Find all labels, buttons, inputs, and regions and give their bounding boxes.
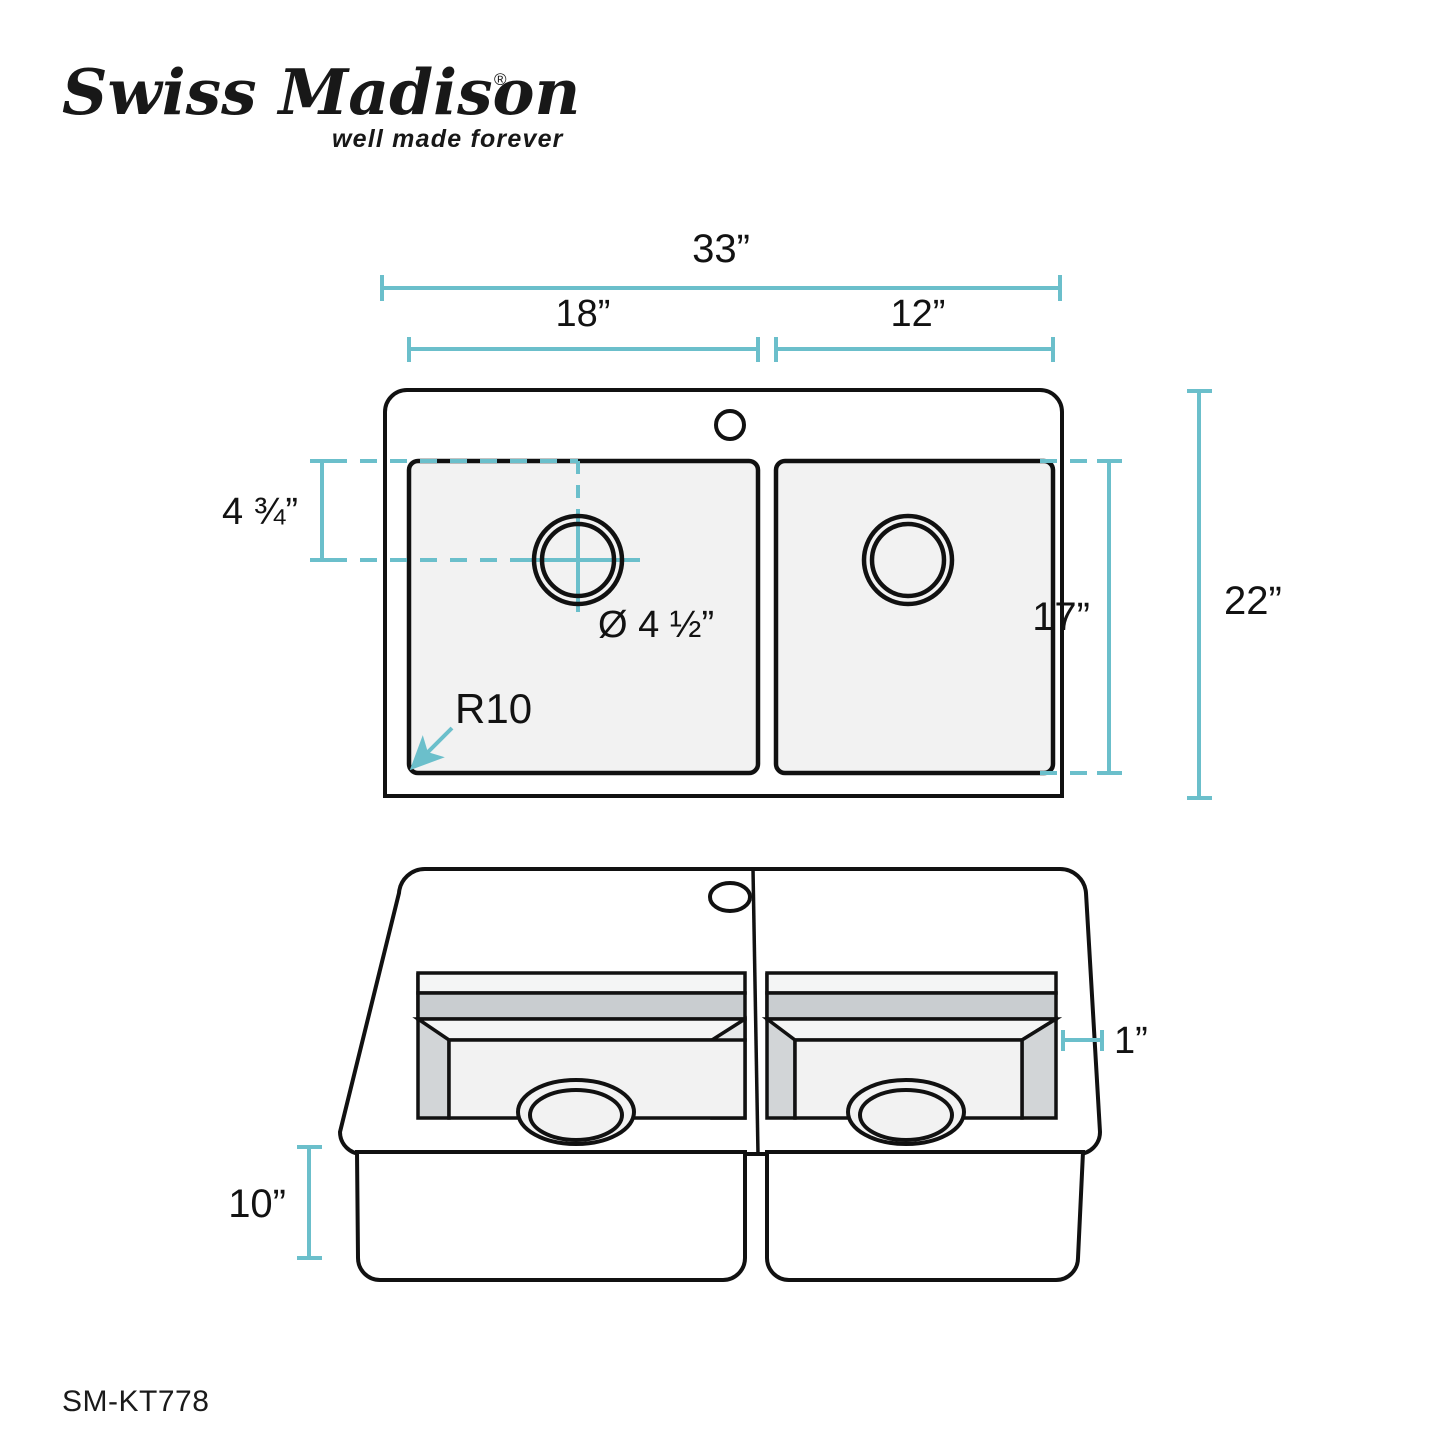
brand-name-text: Swiss Madison xyxy=(62,55,580,129)
swiss-madison-logo-mark: Swiss Madison ® well made forever xyxy=(62,55,580,153)
dim-left-bowl-width-18: 18” xyxy=(407,293,760,362)
brand-logo: Swiss Madison ® well made forever xyxy=(62,52,582,162)
dim-bowl-height-10: 10” xyxy=(228,1145,322,1260)
perspective-view-group: 1” 10” xyxy=(228,866,1148,1282)
perspective-left-bowl xyxy=(412,971,747,1146)
dim-right-bowl-width-12: 12” xyxy=(774,293,1055,362)
bowl-divider-line xyxy=(751,868,760,1155)
registered-trademark-icon: ® xyxy=(494,70,507,89)
dim-overall-width-33: 33” xyxy=(380,227,1062,301)
dim-label-bowl-depth: 17” xyxy=(1032,595,1090,639)
dim-bowl-depth-17: 17” xyxy=(1032,459,1122,775)
dim-label-drain-diameter: Ø 4 ½” xyxy=(598,604,714,646)
dim-label-drain-offset: 4 ¾” xyxy=(222,491,298,533)
corner-radius-callout: R10 xyxy=(409,685,532,771)
dim-label-left-bowl-width: 18” xyxy=(556,293,611,335)
model-number-label: SM-KT778 xyxy=(62,1385,210,1418)
top-view-group: 33” 18” 12” xyxy=(222,227,1282,800)
dim-rim-thickness-1: 1” xyxy=(1061,1020,1148,1062)
dim-label-overall-width: 33” xyxy=(692,227,750,271)
right-bowl-top-outline xyxy=(773,458,1056,776)
left-bowl-top-outline xyxy=(406,458,761,776)
dim-label-overall-depth: 22” xyxy=(1224,579,1282,623)
left-bowl-body xyxy=(354,1150,747,1282)
dim-label-right-bowl-width: 12” xyxy=(891,293,946,335)
faucet-hole-icon xyxy=(714,409,746,441)
perspective-right-bowl xyxy=(761,971,1063,1146)
dim-overall-depth-22: 22” xyxy=(1187,389,1282,800)
dim-drain-offset: 4 ¾” xyxy=(222,459,335,562)
dim-label-corner-radius: R10 xyxy=(455,685,532,732)
dim-label-bowl-height: 10” xyxy=(228,1182,286,1226)
right-bowl-drain-icon xyxy=(861,513,955,607)
left-bowl-drain-icon xyxy=(531,513,625,607)
brand-tagline-text: well made forever xyxy=(332,125,564,153)
perspective-faucet-hole-icon xyxy=(708,881,752,913)
right-bowl-body xyxy=(765,1150,1086,1282)
dim-label-rim-thickness: 1” xyxy=(1114,1020,1148,1062)
